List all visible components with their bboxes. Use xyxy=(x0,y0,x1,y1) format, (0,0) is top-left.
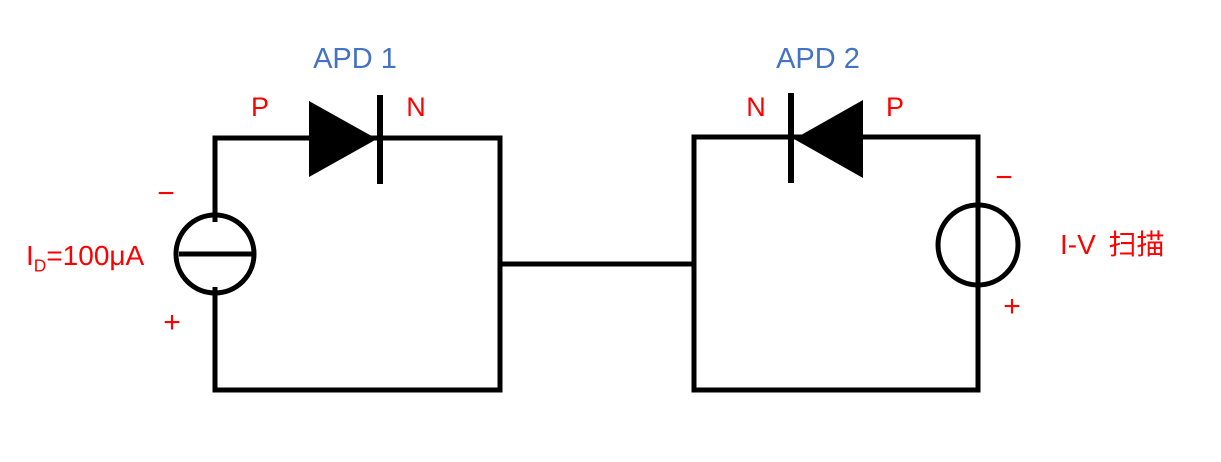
current-value-symbol: I xyxy=(26,240,34,271)
apd2-cathode-label: N xyxy=(746,92,766,122)
voltage-source-circle xyxy=(935,202,1021,288)
voltage-source-minus-label: − xyxy=(995,161,1013,194)
current-source-minus-label: − xyxy=(157,177,175,210)
apd2-diode-icon xyxy=(788,93,863,183)
current-source-circle xyxy=(173,212,257,296)
apd1-title: APD 1 xyxy=(313,43,397,75)
apd2-title: APD 2 xyxy=(776,43,860,75)
current-value-subscript: D xyxy=(33,255,47,276)
apd1-cathode-label: N xyxy=(406,92,426,122)
voltage-source-icon xyxy=(935,202,1021,288)
apd1-diode-triangle xyxy=(309,101,377,177)
current-value-amount: =100μA xyxy=(46,240,145,271)
voltage-source-plus-label: + xyxy=(1003,290,1021,323)
current-source-plus-label: + xyxy=(163,306,181,339)
right-loop-wire xyxy=(691,134,981,393)
apd1-anode-label: P xyxy=(250,92,269,122)
apd2-diode-triangle xyxy=(794,100,863,178)
current-source-icon xyxy=(173,212,257,296)
apd1-diode-icon xyxy=(309,95,383,184)
voltage-sweep-label: I-V 扫描 xyxy=(1060,229,1165,260)
apd2-anode-label: P xyxy=(885,92,904,122)
left-loop-wire xyxy=(212,135,503,393)
current-source-value-label: ID=100μA xyxy=(26,240,145,274)
